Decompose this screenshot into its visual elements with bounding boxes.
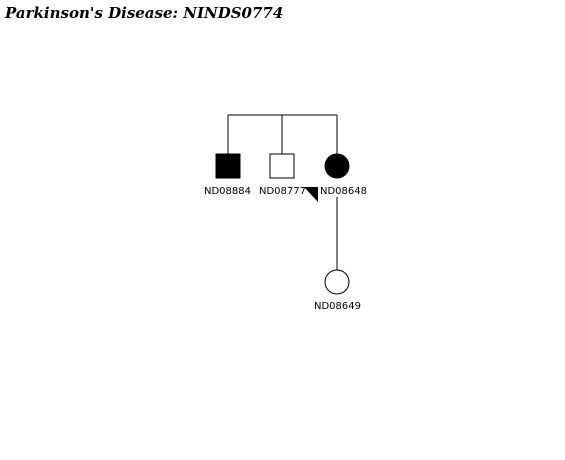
individual-label: ND08649 [314, 301, 361, 312]
unaffected-male-symbol [269, 153, 295, 179]
proband-arrow-icon [304, 187, 318, 202]
individual-label: ND08648 [320, 186, 367, 197]
individual-nd08648[interactable]: ND08648 [320, 153, 367, 197]
individual-label: ND08884 [204, 186, 251, 197]
affected-female-symbol [324, 153, 350, 179]
page-title: Parkinson's Disease: NINDS0774 [5, 4, 284, 22]
individual-nd08884[interactable]: ND08884 [204, 153, 251, 197]
individual-label: ND08777 [259, 186, 306, 197]
individual-nd08649[interactable]: ND08649 [314, 269, 361, 312]
individual-nd08777[interactable]: ND08777 [259, 153, 318, 202]
unaffected-female-symbol [324, 269, 350, 295]
affected-male-symbol [215, 153, 241, 179]
